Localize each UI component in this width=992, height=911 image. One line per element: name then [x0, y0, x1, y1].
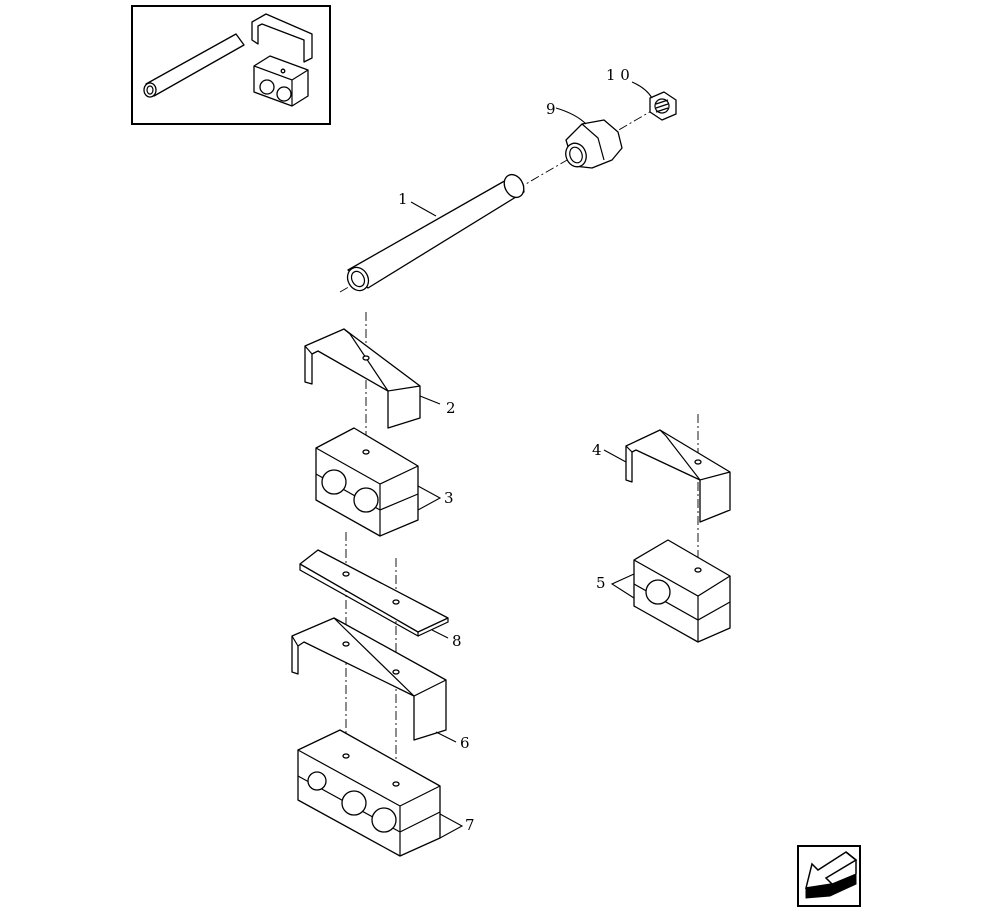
callout-2: 2 [446, 399, 456, 417]
assembly-overview-icon [131, 5, 331, 125]
callout-10: 1 0 [606, 66, 630, 84]
callout-1: 1 [398, 190, 408, 208]
flat-plate-part [299, 549, 449, 638]
u-bracket-part [304, 328, 421, 429]
small-u-bracket-part [625, 429, 731, 523]
callout-6: 6 [460, 734, 470, 752]
hex-nut-part [649, 91, 677, 121]
leader-lines [410, 81, 653, 839]
callout-4: 4 [592, 441, 602, 459]
tube-part [346, 173, 525, 292]
callout-3: 3 [444, 489, 454, 507]
callout-5: 5 [596, 574, 606, 592]
conical-sleeve-part [565, 119, 623, 169]
callout-7: 7 [465, 816, 475, 834]
previous-page-arrow-icon[interactable] [797, 845, 861, 907]
double-clamp-block-part [315, 427, 419, 537]
long-u-bracket-part [291, 617, 447, 741]
triple-clamp-block-part [297, 729, 441, 857]
callout-8: 8 [452, 632, 462, 650]
callout-9: 9 [546, 100, 556, 118]
single-clamp-block-part [633, 539, 731, 643]
